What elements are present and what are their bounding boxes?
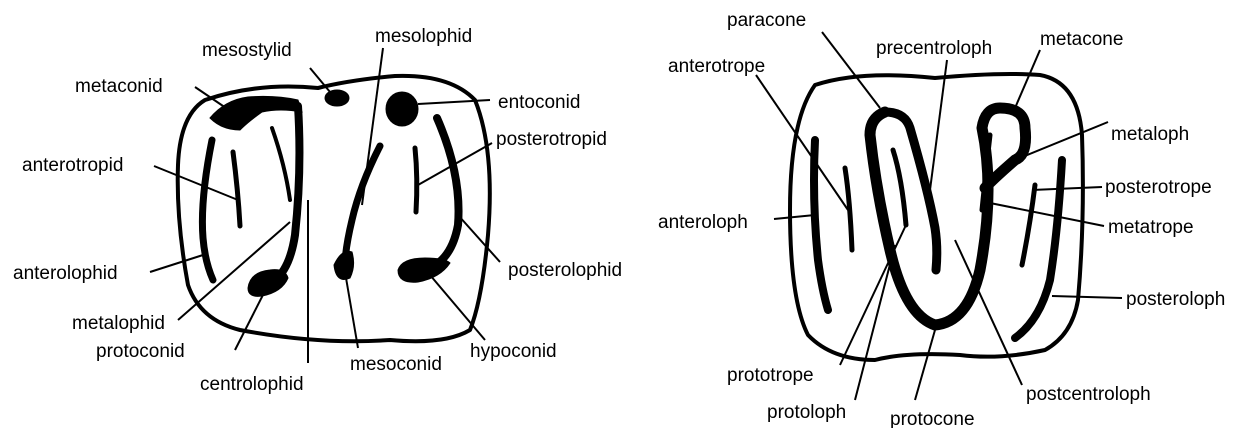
label-posteroloph: posteroloph bbox=[1126, 289, 1225, 310]
leader-posterotrope bbox=[1032, 187, 1102, 190]
posteroloph-ridge bbox=[1015, 160, 1062, 338]
protoconid-crest bbox=[248, 270, 288, 297]
label-anterotropid: anterotropid bbox=[22, 155, 123, 176]
upper-molar: paracone precentroloph metacone anterotr… bbox=[658, 10, 1225, 428]
label-entoconid: entoconid bbox=[498, 92, 580, 113]
anterolophid-ridge bbox=[202, 140, 213, 280]
lower-molar: mesostylid mesolophid metaconid entoconi… bbox=[13, 26, 622, 395]
prototrope-ridge bbox=[893, 150, 906, 225]
mesostylid-crest bbox=[325, 90, 349, 106]
label-posterolophid: posterolophid bbox=[508, 260, 622, 281]
label-metatrope: metatrope bbox=[1108, 217, 1194, 238]
leader-anterolophid bbox=[150, 255, 203, 272]
label-mesostylid: mesostylid bbox=[202, 40, 292, 61]
mesoconid-crest bbox=[334, 251, 354, 279]
posterotropid-ridge bbox=[415, 148, 417, 212]
label-metaconid: metaconid bbox=[75, 76, 163, 97]
label-posterotropid: posterotropid bbox=[496, 129, 607, 150]
metaconid-crest bbox=[210, 96, 302, 130]
leader-metacone bbox=[1015, 50, 1040, 108]
leader-paracone bbox=[822, 32, 880, 108]
label-protoloph: protoloph bbox=[767, 402, 846, 423]
anterotropid-ridge bbox=[233, 152, 240, 226]
label-anterotrope: anterotrope bbox=[668, 56, 765, 77]
anteroloph-ridge bbox=[814, 140, 828, 310]
label-anterolophid: anterolophid bbox=[13, 263, 118, 284]
label-precentroloph: precentroloph bbox=[876, 38, 992, 59]
leader-metatrope bbox=[985, 202, 1104, 226]
label-protocone: protocone bbox=[890, 409, 975, 428]
centrolophid-ridge bbox=[272, 128, 290, 200]
leader-anterotropid bbox=[154, 166, 238, 200]
label-metalophid: metalophid bbox=[72, 313, 165, 334]
leader-entoconid bbox=[418, 100, 490, 104]
leader-posteroloph bbox=[1052, 296, 1122, 298]
leader-protocone bbox=[915, 330, 935, 400]
entoconid-crest bbox=[386, 92, 418, 126]
label-anteroloph: anteroloph bbox=[658, 212, 748, 233]
label-centrolophid: centrolophid bbox=[200, 374, 304, 395]
posterolophid-ridge bbox=[430, 118, 459, 268]
label-metacone: metacone bbox=[1040, 29, 1123, 50]
label-prototrope: prototrope bbox=[727, 365, 814, 386]
leader-posterolophid bbox=[458, 215, 500, 262]
label-mesoconid: mesoconid bbox=[350, 354, 442, 375]
leader-anterotrope bbox=[756, 75, 848, 210]
u-shaped-loph bbox=[870, 108, 1026, 325]
label-metaloph: metaloph bbox=[1111, 124, 1189, 145]
leader-mesolophid bbox=[362, 48, 383, 205]
hypoconid-crest bbox=[398, 258, 450, 282]
posterotrope-ridge bbox=[1022, 185, 1035, 265]
leader-anteroloph bbox=[774, 215, 815, 219]
label-hypoconid: hypoconid bbox=[470, 341, 557, 362]
upper-leader-lines bbox=[756, 32, 1122, 400]
leader-mesoconid bbox=[345, 272, 358, 348]
label-posterotrope: posterotrope bbox=[1105, 177, 1212, 198]
label-protoconid: protoconid bbox=[96, 341, 185, 362]
label-postcentroloph: postcentroloph bbox=[1026, 384, 1151, 405]
label-mesolophid: mesolophid bbox=[375, 26, 472, 47]
label-paracone: paracone bbox=[727, 10, 806, 31]
